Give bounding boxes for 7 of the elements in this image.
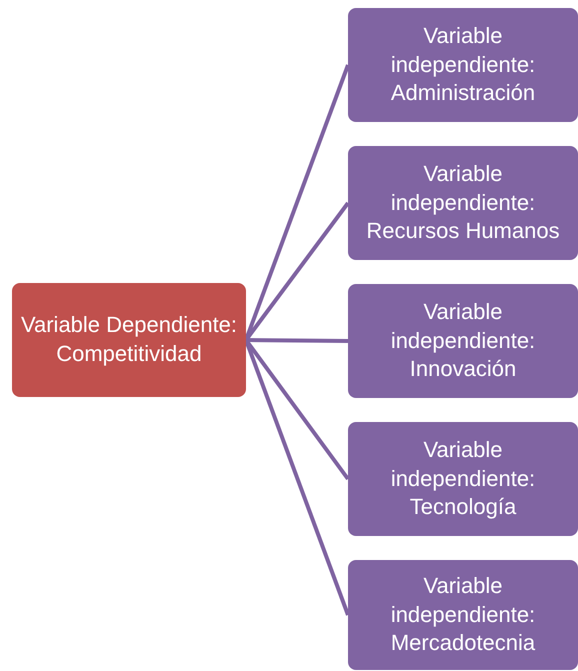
independent-variable-box: Variable independiente: Administración: [348, 8, 578, 122]
independent-variable-box: Variable independiente: Innovación: [348, 284, 578, 398]
independent-variable-box: Variable independiente: Mercadotecnia: [348, 560, 578, 670]
dependent-variable-box: Variable Dependiente: Competitividad: [12, 283, 246, 397]
independent-variable-box: Variable independiente: Recursos Humanos: [348, 146, 578, 260]
connector-line: [246, 338, 348, 343]
independent-variable-box: Variable independiente: Tecnología: [348, 422, 578, 536]
